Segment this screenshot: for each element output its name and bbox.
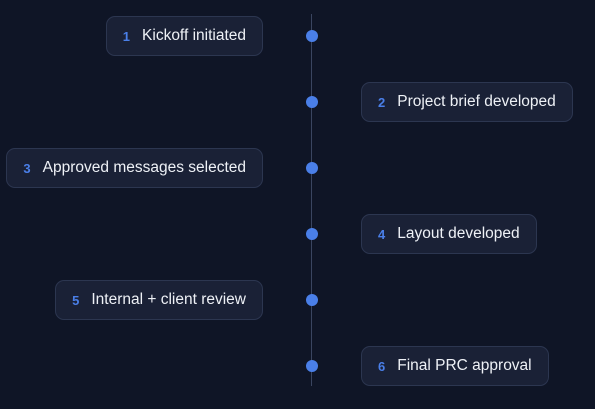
timeline-step-2: 2 Project brief developed (361, 82, 573, 122)
timeline-step-1: 1 Kickoff initiated (105, 16, 263, 56)
timeline-node-5 (306, 294, 318, 306)
timeline-step-4: 4 Layout developed (361, 214, 537, 254)
step-number: 5 (72, 292, 80, 308)
timeline-step-5: 5 Internal + client review (55, 280, 263, 320)
timeline-node-3 (306, 162, 318, 174)
step-label: Kickoff initiated (142, 27, 246, 44)
step-number: 3 (23, 160, 31, 176)
timeline-node-1 (306, 30, 318, 42)
step-number: 4 (378, 226, 386, 242)
step-label: Internal + client review (91, 291, 246, 308)
timeline-step-6: 6 Final PRC approval (361, 346, 549, 386)
timeline-node-2 (306, 96, 318, 108)
step-number: 6 (378, 358, 386, 374)
timeline-node-6 (306, 360, 318, 372)
step-label: Final PRC approval (397, 357, 532, 374)
step-label: Project brief developed (397, 93, 556, 110)
step-label: Approved messages selected (42, 159, 246, 176)
timeline-node-4 (306, 228, 318, 240)
step-label: Layout developed (397, 225, 520, 242)
timeline-step-3: 3 Approved messages selected (6, 148, 263, 188)
timeline-axis (311, 14, 312, 386)
step-number: 1 (122, 28, 131, 44)
step-number: 2 (378, 94, 386, 110)
